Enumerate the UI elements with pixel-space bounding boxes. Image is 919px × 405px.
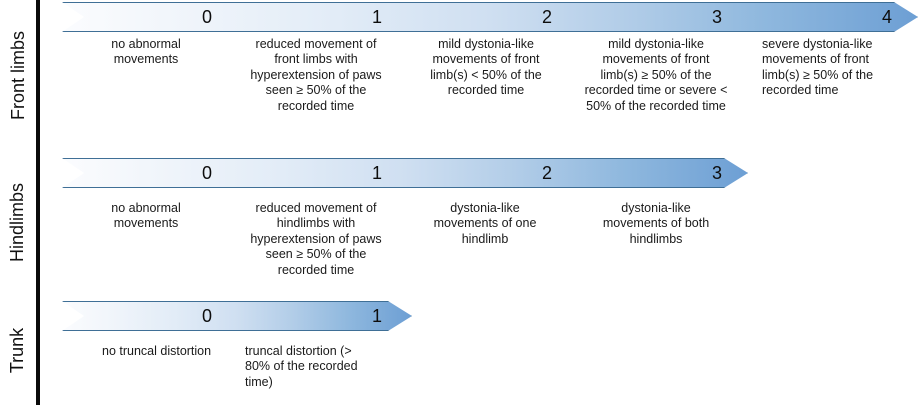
score-description-hindlimbs-0: no abnormal movements (111, 201, 181, 231)
score-value-trunk-1: 1 (371, 306, 382, 326)
band-arrow-shape-front-limbs (62, 2, 918, 32)
score-band-hindlimbs: 0 1 2 3 (62, 158, 748, 188)
score-description-hindlimbs-1: reduced movement of hindlimbs with hyper… (250, 201, 382, 277)
score-value-front-limbs-1: 1 (371, 7, 382, 27)
row-label-hindlimbs: Hindlimbs (0, 150, 36, 295)
score-description-front-limbs-3: mild dystonia-like movements of front li… (584, 37, 728, 113)
score-description-front-limbs-1: reduced movement of front limbs with hyp… (250, 37, 382, 113)
score-description-front-limbs-0: no abnormal movements (111, 37, 181, 67)
score-value-front-limbs-3: 3 (711, 7, 722, 27)
score-description-front-limbs-2: mild dystonia-like movements of front li… (430, 37, 542, 98)
band-arrow-shape-trunk (62, 301, 412, 331)
score-value-trunk-0: 0 (201, 306, 212, 326)
score-description-trunk-1: truncal distortion (> 80% of the recorde… (245, 344, 358, 389)
score-value-front-limbs-0: 0 (201, 7, 212, 27)
score-band-trunk: 0 1 (62, 301, 412, 331)
score-description-hindlimbs-2: dystonia-like movements of one hindlimb (433, 201, 537, 246)
score-description-trunk-0: no truncal distortion (102, 344, 212, 358)
row-label-trunk: Trunk (0, 295, 36, 405)
row-label-trunk-text: Trunk (7, 327, 28, 373)
row-label-front-limbs: Front limbs (0, 0, 36, 150)
band-arrow-shape-hindlimbs (62, 158, 748, 188)
score-value-hindlimbs-1: 1 (371, 163, 382, 183)
row-label-hindlimbs-text: Hindlimbs (7, 182, 28, 263)
score-value-hindlimbs-3: 3 (711, 163, 722, 183)
score-value-front-limbs-4: 4 (881, 7, 892, 27)
score-band-front-limbs: 0 1 2 3 4 (62, 2, 918, 32)
score-value-hindlimbs-2: 2 (541, 163, 552, 183)
score-value-hindlimbs-0: 0 (201, 163, 212, 183)
label-divider-rule (36, 0, 40, 405)
score-description-front-limbs-4: severe dystonia-like movements of front … (762, 37, 874, 98)
score-description-hindlimbs-3: dystonia-like movements of both hindlimb… (602, 201, 710, 246)
score-value-front-limbs-2: 2 (541, 7, 552, 27)
row-label-front-limbs-text: Front limbs (7, 30, 28, 120)
